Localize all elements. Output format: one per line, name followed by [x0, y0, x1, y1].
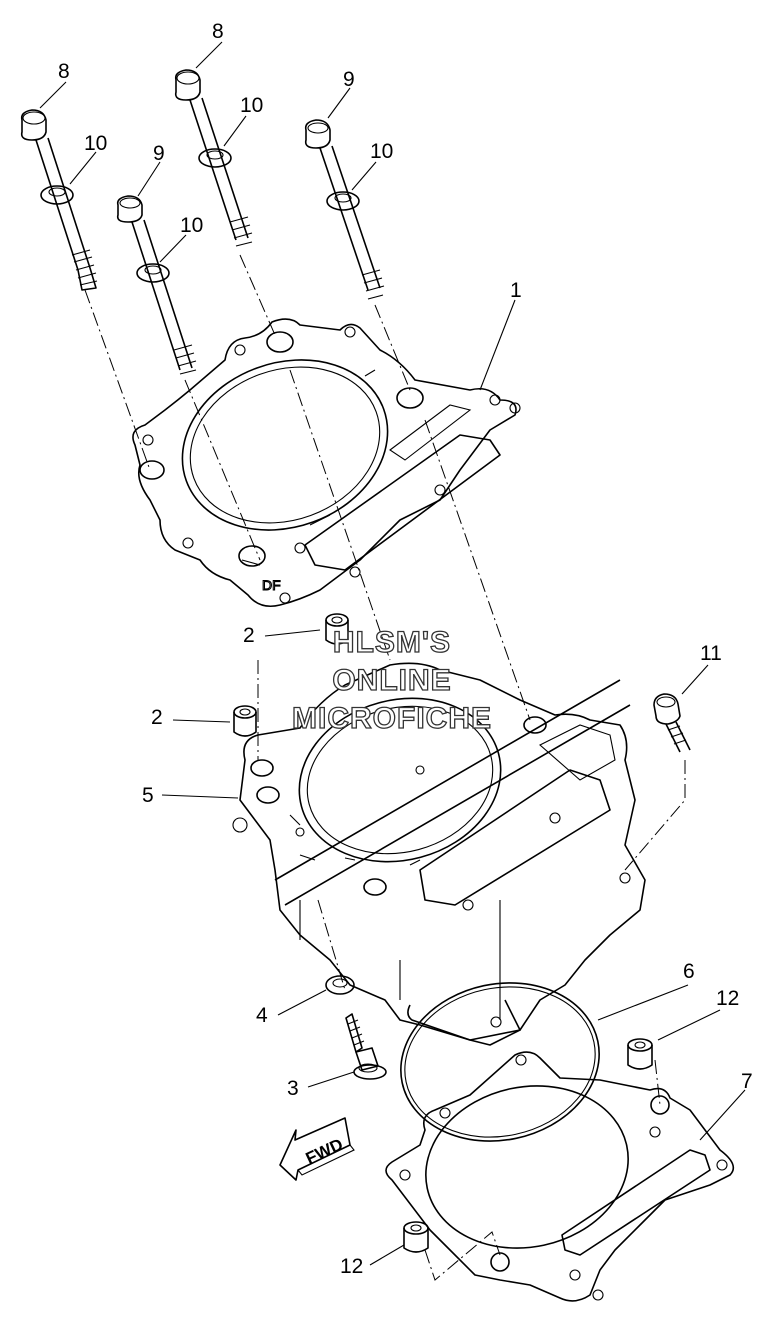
cylinder-gasket-7 [385, 1051, 735, 1302]
callout-12b: 12 [340, 1255, 363, 1278]
callout-8b: 8 [212, 20, 224, 43]
callout-10a: 10 [84, 132, 107, 155]
callout-6: 6 [683, 960, 695, 983]
dowel-pin-2-lower [233, 705, 257, 737]
washer-10-left [40, 185, 74, 205]
watermark-line-3: MICROFICHE [292, 702, 492, 735]
dowel-pin-2-upper [325, 613, 349, 645]
leader-lines [39, 41, 746, 1266]
callout-4: 4 [256, 1004, 268, 1027]
callout-10b: 10 [240, 94, 263, 117]
bolt-8-left [20, 109, 98, 291]
callout-2b: 2 [151, 706, 163, 729]
alignment-axes [84, 254, 686, 1281]
cylinder [232, 662, 646, 1046]
bolt-9-left [116, 195, 197, 375]
flange-bolt-3 [345, 1013, 387, 1080]
dowel-pin-12-upper [627, 1038, 653, 1070]
callout-9b: 9 [343, 68, 355, 91]
callout-labels: 8 8 10 10 9 9 10 10 1 2 2 5 4 3 11 6 12 … [58, 20, 753, 1278]
callout-1: 1 [510, 279, 522, 302]
callout-7: 7 [741, 1070, 753, 1093]
watermark: HLSM'S ONLINE MICROFICHE [291, 625, 492, 735]
fwd-label: FWD [303, 1135, 346, 1169]
callout-10c: 10 [180, 214, 203, 237]
watermark-line-2: ONLINE [332, 664, 451, 697]
washer-10-right [326, 191, 360, 211]
callout-11: 11 [700, 642, 722, 665]
bolt-9-right [304, 119, 385, 300]
bolt-11 [653, 693, 691, 753]
callout-10d: 10 [370, 140, 393, 163]
fwd-arrow-icon: FWD [279, 1117, 355, 1181]
washer-4 [325, 975, 355, 995]
washer-10-center [198, 148, 232, 168]
callout-3: 3 [287, 1077, 299, 1100]
callout-12a: 12 [716, 987, 739, 1010]
bolt-8-center [174, 69, 253, 247]
callout-8a: 8 [58, 60, 70, 83]
svg-text:DF: DF [262, 577, 281, 593]
callout-9a: 9 [153, 142, 165, 165]
callout-2a: 2 [243, 624, 255, 647]
washer-10-left-inner [136, 263, 170, 283]
callout-5: 5 [142, 784, 154, 807]
cylinder-head-gasket: DF [132, 318, 521, 608]
o-ring-6 [400, 982, 600, 1142]
watermark-line-1: HLSM'S [333, 626, 451, 659]
dowel-pin-12-lower [403, 1221, 429, 1253]
